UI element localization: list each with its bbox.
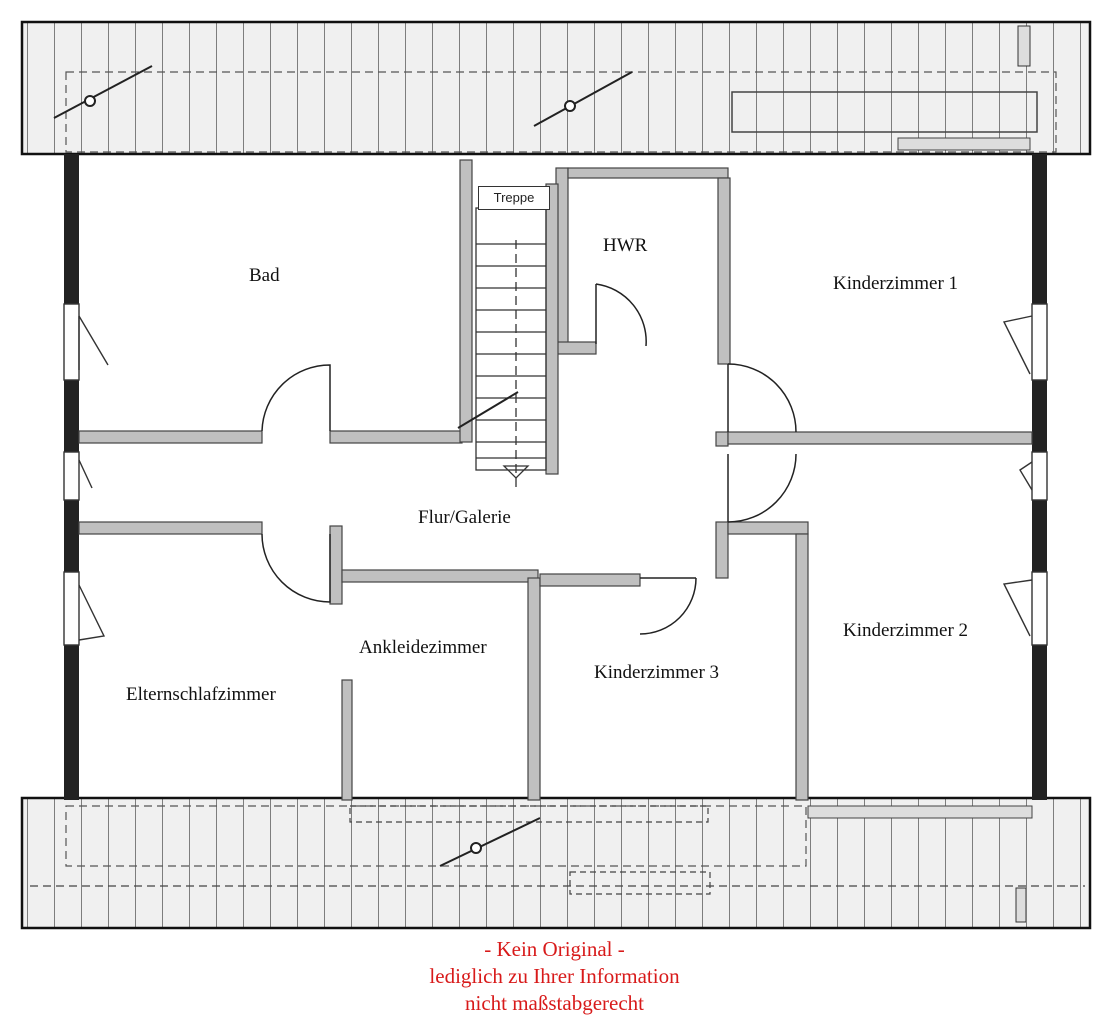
room-label-bad: Bad [249,265,280,286]
room-label-kinderzimmer-1: Kinderzimmer 1 [833,273,959,294]
pipe-symbols [53,65,633,867]
disclaimer-line-2: lediglich zu Ihrer Information [429,964,680,988]
door-swings [261,283,797,635]
room-label-hwr: HWR [603,235,648,256]
room-label-kinderzimmer-2: Kinderzimmer 2 [843,620,969,641]
room-label-flur-galerie: Flur/Galerie [418,507,511,528]
room-label-kinderzimmer-3: Kinderzimmer 3 [594,662,720,683]
interior-walls [78,159,1033,801]
roof-top [20,20,1092,156]
room-label-elternschlafzimmer: Elternschlafzimmer [126,684,276,705]
windows [63,303,1048,646]
disclaimer-line-1: - Kein Original - [484,937,625,961]
exterior-walls [64,154,1047,800]
staircase [475,207,547,490]
room-label-ankleidezimmer: Ankleidezimmer [359,637,487,658]
disclaimer-line-3: nicht maßstabgerecht [464,991,644,1015]
stair-label: Treppe [478,186,550,210]
roof-bottom [20,796,1092,930]
